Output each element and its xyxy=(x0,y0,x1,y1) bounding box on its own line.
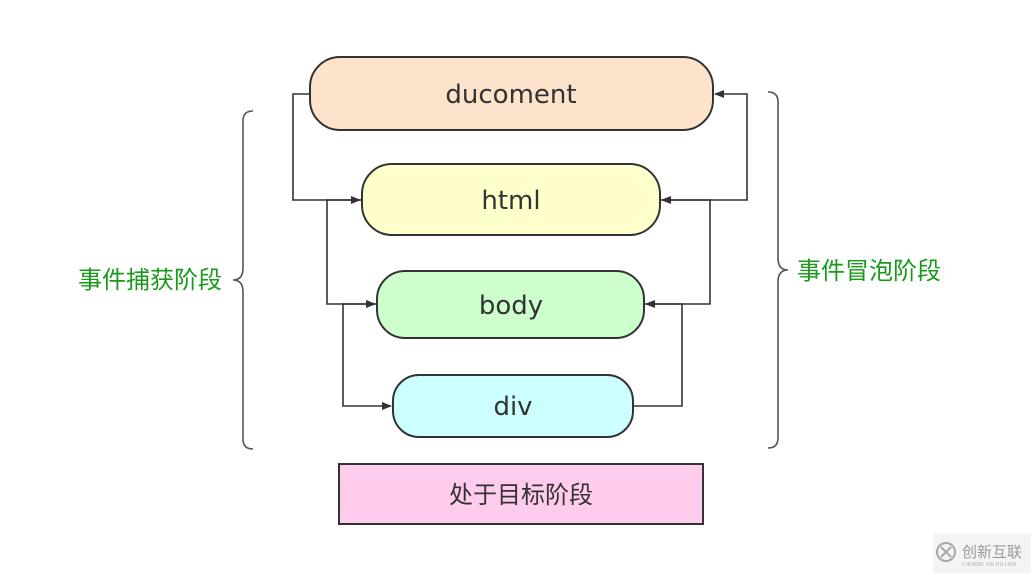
watermark-bg xyxy=(933,533,1031,573)
watermark-text: 创新互联 xyxy=(962,543,1022,561)
target-phase-label: 处于目标阶段 xyxy=(449,481,593,509)
div-node-label: div xyxy=(493,392,532,422)
capture-phase-label: 事件捕获阶段 xyxy=(78,266,222,294)
bubble-brace xyxy=(767,91,789,449)
bubble-phase-label: 事件冒泡阶段 xyxy=(797,257,941,285)
document-node-label: ducoment xyxy=(445,80,576,110)
target-phase-box xyxy=(338,463,704,525)
body-node-label: body xyxy=(479,291,543,321)
html-node-label: html xyxy=(481,186,540,216)
capture-arrow-body-to-div xyxy=(342,303,392,410)
capture-brace xyxy=(232,110,254,450)
bubble-arrow-html-to-document xyxy=(660,90,748,201)
watermark-logo-icon xyxy=(936,542,956,562)
watermark-subtext: CHUANG XIN HU LIAN xyxy=(962,562,1016,568)
